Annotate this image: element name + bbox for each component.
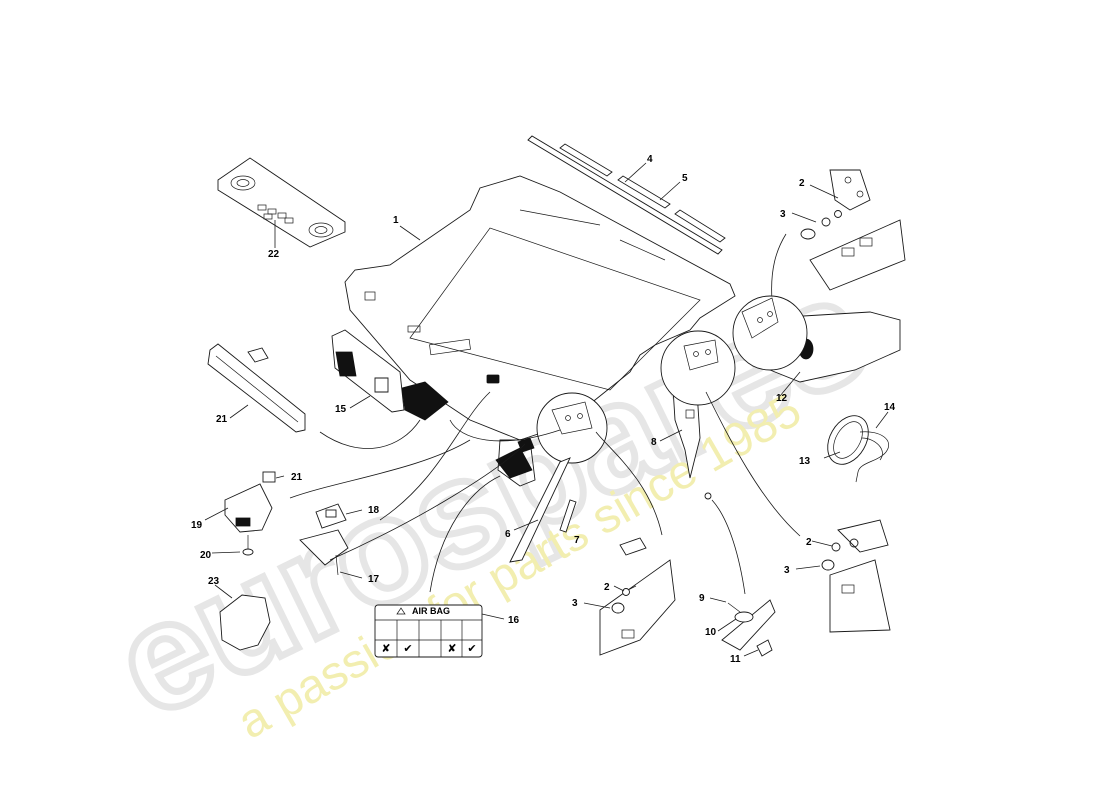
airbag-label-title: AIR BAG (412, 606, 450, 616)
callout-22: 22 (268, 249, 280, 260)
callout-14: 14 (884, 402, 896, 413)
callout-8: 8 (651, 437, 657, 448)
cover-panel (219, 594, 271, 651)
headliner (344, 175, 736, 441)
callout-4: 4 (647, 154, 653, 165)
callout-15: 15 (335, 404, 347, 415)
callout-7: 7 (574, 535, 580, 546)
callout-17: 17 (368, 574, 380, 585)
sun-visor (331, 329, 449, 421)
callout-10: 10 (705, 627, 717, 638)
svg-text:✔: ✔ (403, 642, 412, 655)
callout-2-lower-right: 2 (806, 537, 812, 548)
light-assembly (827, 415, 889, 483)
upper-bracket-fixings (800, 169, 906, 291)
callout-2-lower-left: 2 (604, 582, 610, 593)
lower-right-fixings (821, 519, 891, 633)
callout-21-mirror: 21 (216, 414, 228, 425)
callout-6: 6 (505, 529, 511, 540)
lower-middle-fixings (704, 492, 776, 657)
rear-view-mirror (207, 343, 306, 433)
detail-circle-left (536, 392, 608, 464)
svg-text:✘: ✘ (447, 642, 456, 655)
callout-9: 9 (699, 593, 705, 604)
leader-lines (289, 391, 801, 595)
callout-18: 18 (368, 505, 380, 516)
callout-5: 5 (682, 173, 688, 184)
mirror-bracket (224, 471, 276, 556)
callout-3-lower-left: 3 (572, 598, 578, 609)
callout-20: 20 (200, 550, 212, 561)
callout-labels: 1 2 2 2 3 3 3 4 5 6 7 8 9 10 11 12 13 14… (191, 154, 896, 665)
visor-clips (299, 503, 349, 576)
callout-21-bracket: 21 (291, 472, 303, 483)
callout-16: 16 (508, 615, 520, 626)
callout-12: 12 (776, 393, 788, 404)
detail-circle-middle (660, 330, 736, 406)
callout-2-upper-right: 2 (799, 178, 805, 189)
svg-text:✔: ✔ (467, 642, 476, 655)
callout-3-lower-right: 3 (784, 565, 790, 576)
callout-19: 19 (191, 520, 203, 531)
svg-text:✘: ✘ (381, 642, 390, 655)
callout-1: 1 (393, 215, 399, 226)
overhead-console (217, 157, 346, 248)
airbag-warning-label: AIR BAG ✘ ✔ ✘ ✔ (374, 604, 483, 658)
lower-left-fixings (599, 537, 676, 656)
callout-23: 23 (208, 576, 220, 587)
roof-strips (527, 135, 726, 255)
callout-3-upper-right: 3 (780, 209, 786, 220)
detail-circle-upper-right (732, 295, 808, 371)
callout-11: 11 (730, 654, 741, 665)
a-pillar-lower-trims (509, 457, 577, 563)
callout-13: 13 (799, 456, 811, 467)
